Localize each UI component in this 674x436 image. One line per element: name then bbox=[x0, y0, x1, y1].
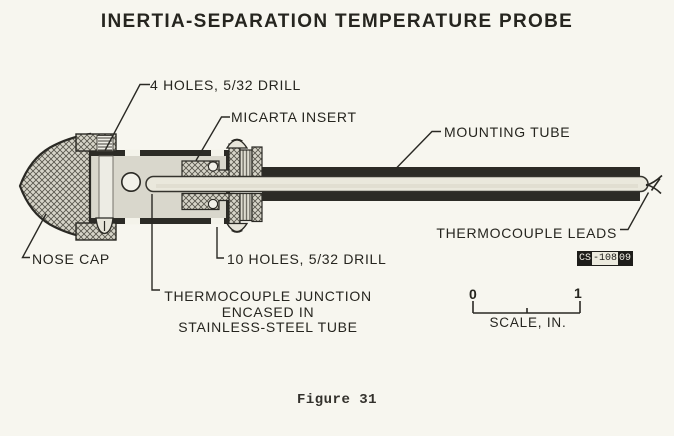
callout-mounting-tube: MOUNTING TUBE bbox=[444, 124, 571, 140]
thermocouple-leads-wires bbox=[645, 174, 663, 195]
callout-micarta-insert: MICARTA INSERT bbox=[231, 109, 357, 125]
nose-cap-section bbox=[18, 132, 117, 241]
photo-id-mid: -108 bbox=[593, 253, 618, 264]
knurled-nut bbox=[225, 138, 263, 233]
leader-nose-cap bbox=[21, 213, 47, 259]
leader-ten-holes bbox=[216, 227, 224, 259]
drill-hole bbox=[121, 172, 142, 193]
leader-micarta-insert bbox=[195, 116, 230, 161]
callout-thermocouple-junction: THERMOCOUPLE JUNCTION ENCASED IN STAINLE… bbox=[158, 288, 378, 336]
thermocouple-junction-line2: ENCASED IN bbox=[221, 303, 315, 320]
photo-id-right: 09 bbox=[618, 252, 633, 265]
thermocouple-junction-line3: STAINLESS-STEEL TUBE bbox=[178, 319, 358, 335]
callout-ten-holes: 10 HOLES, 5/32 DRILL bbox=[227, 251, 387, 267]
photo-id-badge: CS -108 09 bbox=[577, 251, 634, 266]
scale-bar bbox=[472, 301, 581, 314]
scale-end-value: 1 bbox=[574, 285, 583, 301]
figure-caption: Figure 31 bbox=[296, 392, 378, 408]
leader-mounting-tube bbox=[395, 130, 441, 169]
micarta-insert-section bbox=[181, 160, 235, 211]
stainless-steel-tube bbox=[145, 175, 649, 193]
mounting-tube-section bbox=[262, 167, 640, 201]
thermocouple-junction-line1: THERMOCOUPLE JUNCTION bbox=[164, 288, 372, 304]
photo-id-left: CS bbox=[578, 252, 593, 265]
leader-lines bbox=[21, 83, 650, 291]
figure-title: INERTIA-SEPARATION TEMPERATURE PROBE bbox=[100, 11, 574, 32]
leader-thermocouple-leads bbox=[620, 192, 650, 231]
scale-caption: SCALE, IN. bbox=[489, 315, 567, 330]
callout-four-holes: 4 HOLES, 5/32 DRILL bbox=[150, 77, 302, 93]
callout-thermocouple-leads: THERMOCOUPLE LEADS bbox=[436, 225, 617, 241]
leader-four-holes bbox=[104, 83, 150, 151]
callout-nose-cap: NOSE CAP bbox=[32, 251, 110, 267]
leader-thermocouple-junction bbox=[151, 194, 160, 291]
scale-start-value: 0 bbox=[469, 286, 478, 302]
